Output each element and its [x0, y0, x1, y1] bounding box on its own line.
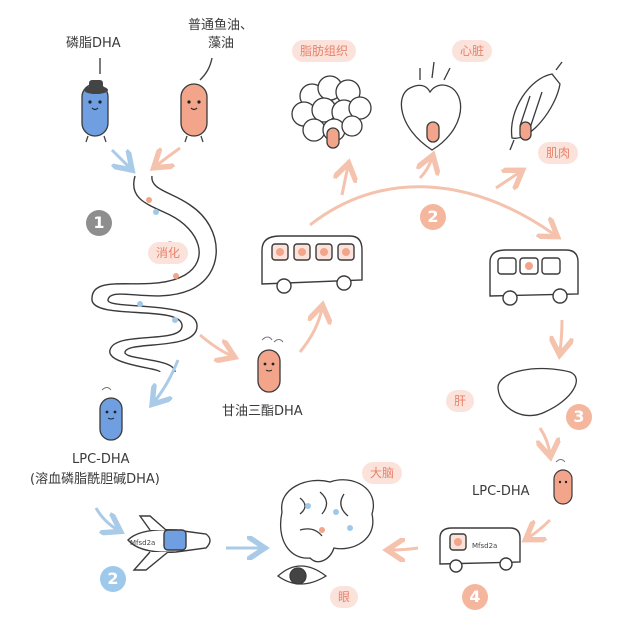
lpc-dha-right-capsule-icon	[553, 459, 573, 505]
eye-icon	[276, 565, 328, 585]
phospholipid-dha-capsule-icon	[81, 80, 109, 143]
step-number-4: 4	[462, 584, 488, 610]
lpc-dha-right-label: LPC-DHA	[472, 484, 530, 499]
arrow-to-chylomicron-bus	[298, 308, 322, 353]
step-number-2-right: 2	[420, 204, 446, 230]
arrow-to-muscle	[495, 172, 520, 188]
distribution-arc	[309, 185, 555, 235]
arrow-to-lpc	[154, 359, 180, 402]
plane-label: Mfsd2a	[130, 539, 155, 547]
mfsd2a-plane-icon	[127, 515, 211, 571]
lpc-dha-fullname-label: (溶血磷脂酰胆碱DHA)	[30, 472, 160, 487]
lpc-dha-label: LPC-DHA	[72, 452, 130, 467]
arrow-to-plane	[94, 507, 118, 530]
blue-arrow-to-stomach	[112, 150, 130, 168]
adipose-tissue-icon	[291, 75, 372, 149]
triglyceride-dha-capsule-icon	[257, 336, 284, 393]
brain-pill: 大脑	[362, 462, 403, 484]
mfsd2a-bus-icon	[439, 527, 521, 573]
arrow-to-lpc-right	[540, 427, 550, 454]
fish-oil-capsule-icon	[180, 83, 208, 143]
step-number-1: 1	[86, 210, 112, 236]
bus-label: Mfsd2a	[472, 542, 497, 550]
digestion-pill: 消化	[148, 242, 189, 264]
brain-icon	[280, 479, 375, 563]
lipoprotein-bus-icon	[261, 235, 363, 294]
heart-pill: 心脏	[452, 40, 493, 62]
arrow-bus-to-brain	[390, 548, 419, 550]
triglyceride-dha-label: 甘油三酯DHA	[222, 404, 303, 419]
muscle-pill: 肌肉	[538, 142, 579, 164]
arrow-to-triglyceride	[199, 333, 232, 356]
step-number-2-left: 2	[100, 566, 126, 592]
digestive-tract-icon	[91, 175, 217, 373]
step-number-3: 3	[566, 404, 592, 430]
eye-pill: 眼	[330, 586, 359, 608]
pointer-line-fishoil	[199, 57, 213, 81]
heart-icon	[400, 61, 462, 151]
muscle-icon	[509, 61, 563, 151]
liver-pill: 肝	[446, 390, 475, 412]
phospholipid-dha-label: 磷脂DHA	[66, 36, 121, 51]
lpc-dha-capsule-icon	[99, 387, 123, 441]
fish-oil-label-line2: 藻油	[208, 36, 235, 51]
liver-icon	[497, 367, 577, 417]
adipose-pill: 脂肪组织	[292, 40, 357, 62]
arrow-to-liver	[560, 319, 562, 352]
arrow-to-adipose	[342, 166, 348, 196]
orange-arrow-to-stomach	[156, 146, 181, 166]
lipoprotein-bus-right-icon	[489, 249, 579, 306]
arrow-to-heart	[420, 158, 432, 180]
arrow-to-bus-bottom	[528, 518, 552, 538]
fish-oil-label-line1: 普通鱼油、	[188, 18, 254, 33]
